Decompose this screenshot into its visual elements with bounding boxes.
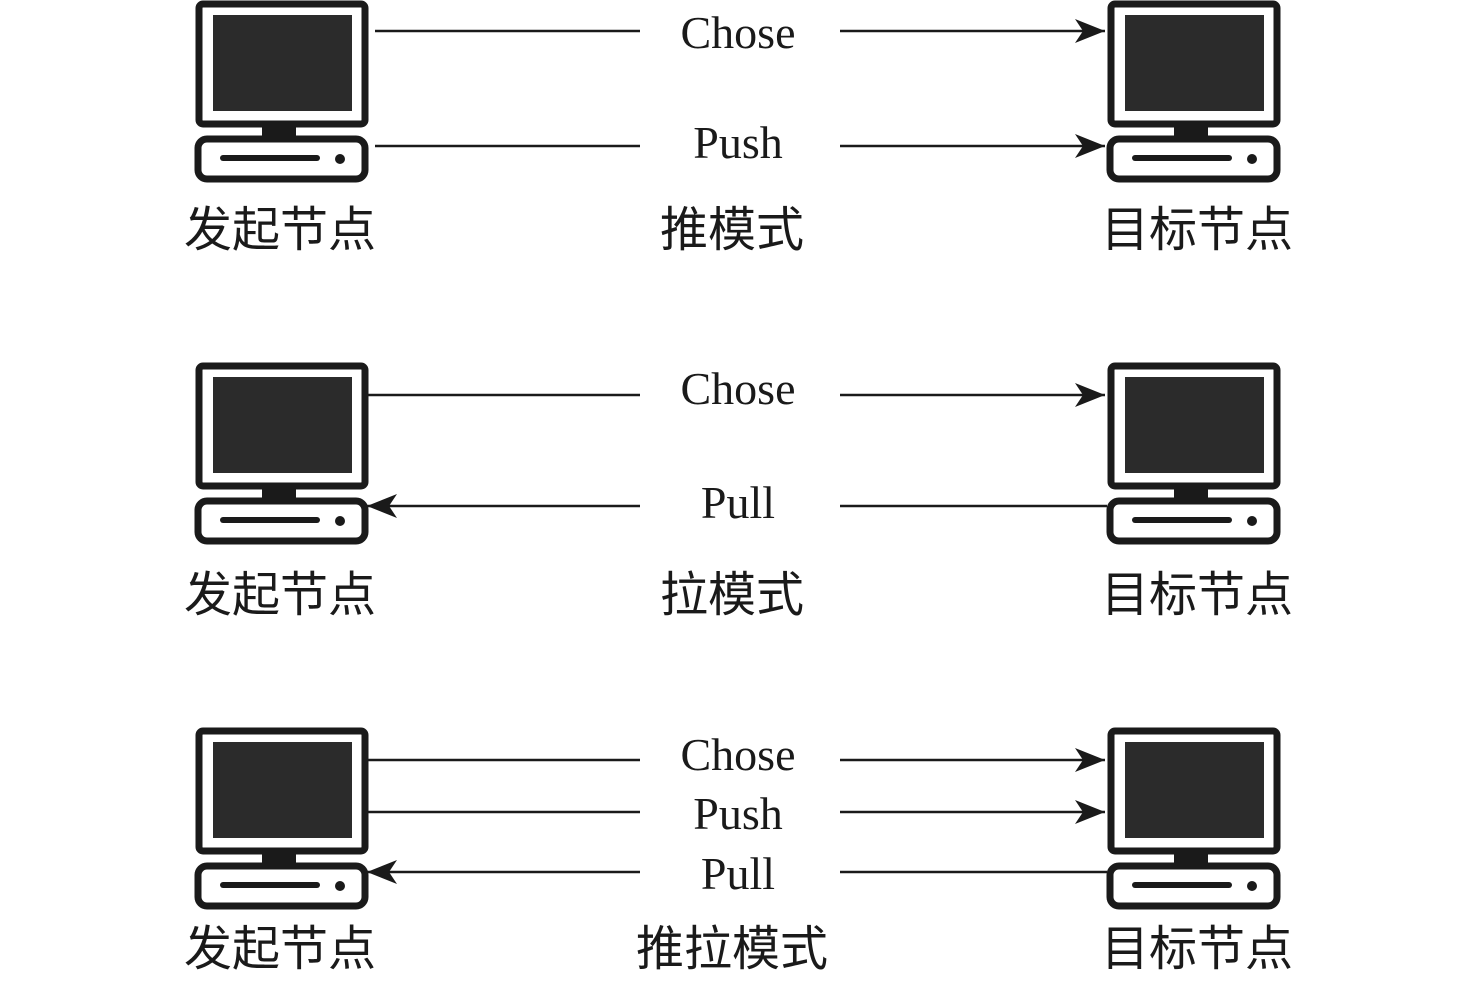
row-push-pull-mode: Chose Push Pull 发起节点 推拉模式 目标节点 (184, 729, 1293, 976)
message-label: Push (693, 788, 782, 839)
source-node-label: 发起节点 (184, 923, 376, 976)
row-pull-mode: Chose Pull 发起节点 拉模式 目标节点 (184, 363, 1293, 622)
message-label: Pull (701, 477, 775, 528)
message-label: Chose (681, 7, 796, 58)
source-computer-icon (198, 4, 365, 179)
source-computer-icon (198, 366, 365, 541)
target-computer-icon (1110, 731, 1277, 906)
target-node-label: 目标节点 (1101, 569, 1293, 622)
message-label: Pull (701, 848, 775, 899)
source-node-label: 发起节点 (184, 569, 376, 622)
target-node-label: 目标节点 (1101, 204, 1293, 257)
message-label: Push (693, 117, 782, 168)
target-computer-icon (1110, 4, 1277, 179)
mode-label: 推拉模式 (636, 923, 828, 976)
mode-label: 推模式 (660, 204, 804, 257)
row-push-mode: Chose Push 发起节点 推模式 目标节点 (184, 4, 1293, 257)
source-computer-icon (198, 731, 365, 906)
message-label: Chose (681, 729, 796, 780)
mode-label: 拉模式 (660, 569, 804, 622)
target-computer-icon (1110, 366, 1277, 541)
target-node-label: 目标节点 (1101, 923, 1293, 976)
source-node-label: 发起节点 (184, 204, 376, 257)
message-label: Chose (681, 363, 796, 414)
